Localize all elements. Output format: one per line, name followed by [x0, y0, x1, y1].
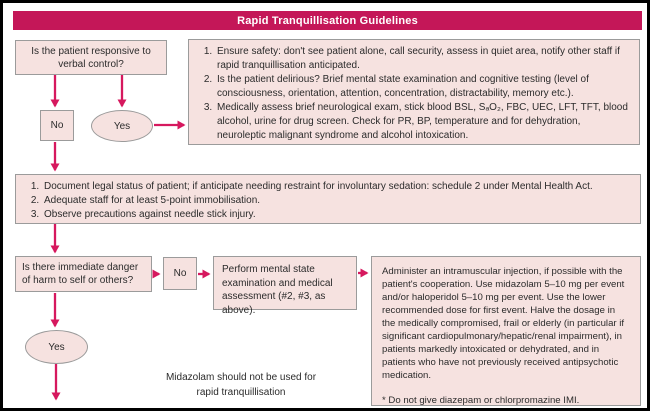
- administer-box: Administer an intramuscular injection, i…: [371, 256, 641, 406]
- safety-steps-box: Ensure safety: don't see patient alone, …: [188, 39, 640, 145]
- midazolam-note: Midazolam should not be used for rapid t…: [165, 372, 317, 398]
- restraint-step-3: Observe precautions against needle stick…: [42, 208, 632, 222]
- title-banner: Rapid Tranquillisation Guidelines: [13, 11, 642, 30]
- question-danger-box: Is there immediate danger of harm to sel…: [15, 256, 152, 292]
- restraint-step-2: Adequate staff for at least 5-point immo…: [42, 194, 632, 208]
- no-box-danger: No: [163, 257, 197, 290]
- page-title: Rapid Tranquillisation Guidelines: [237, 14, 418, 27]
- safety-step-3: Medically assess brief neurological exam…: [215, 101, 629, 143]
- administer-text: Administer an intramuscular injection, i…: [382, 266, 625, 381]
- yes-ellipse-danger: Yes: [25, 330, 88, 364]
- no-box-responsive: No: [40, 110, 74, 141]
- administer-note: * Do not give diazepam or chlorpromazine…: [382, 395, 580, 406]
- safety-step-1: Ensure safety: don't see patient alone, …: [215, 45, 629, 73]
- restraint-steps-box: Document legal status of patient; if ant…: [15, 174, 641, 224]
- assessment-box: Perform mental state examination and med…: [213, 256, 357, 316]
- yes-ellipse-responsive: Yes: [91, 110, 153, 142]
- safety-step-2: Is the patient delirious? Brief mental s…: [215, 73, 629, 101]
- restraint-step-1: Document legal status of patient; if ant…: [42, 180, 632, 194]
- question-responsive-box: Is the patient responsive to verbal cont…: [15, 40, 167, 75]
